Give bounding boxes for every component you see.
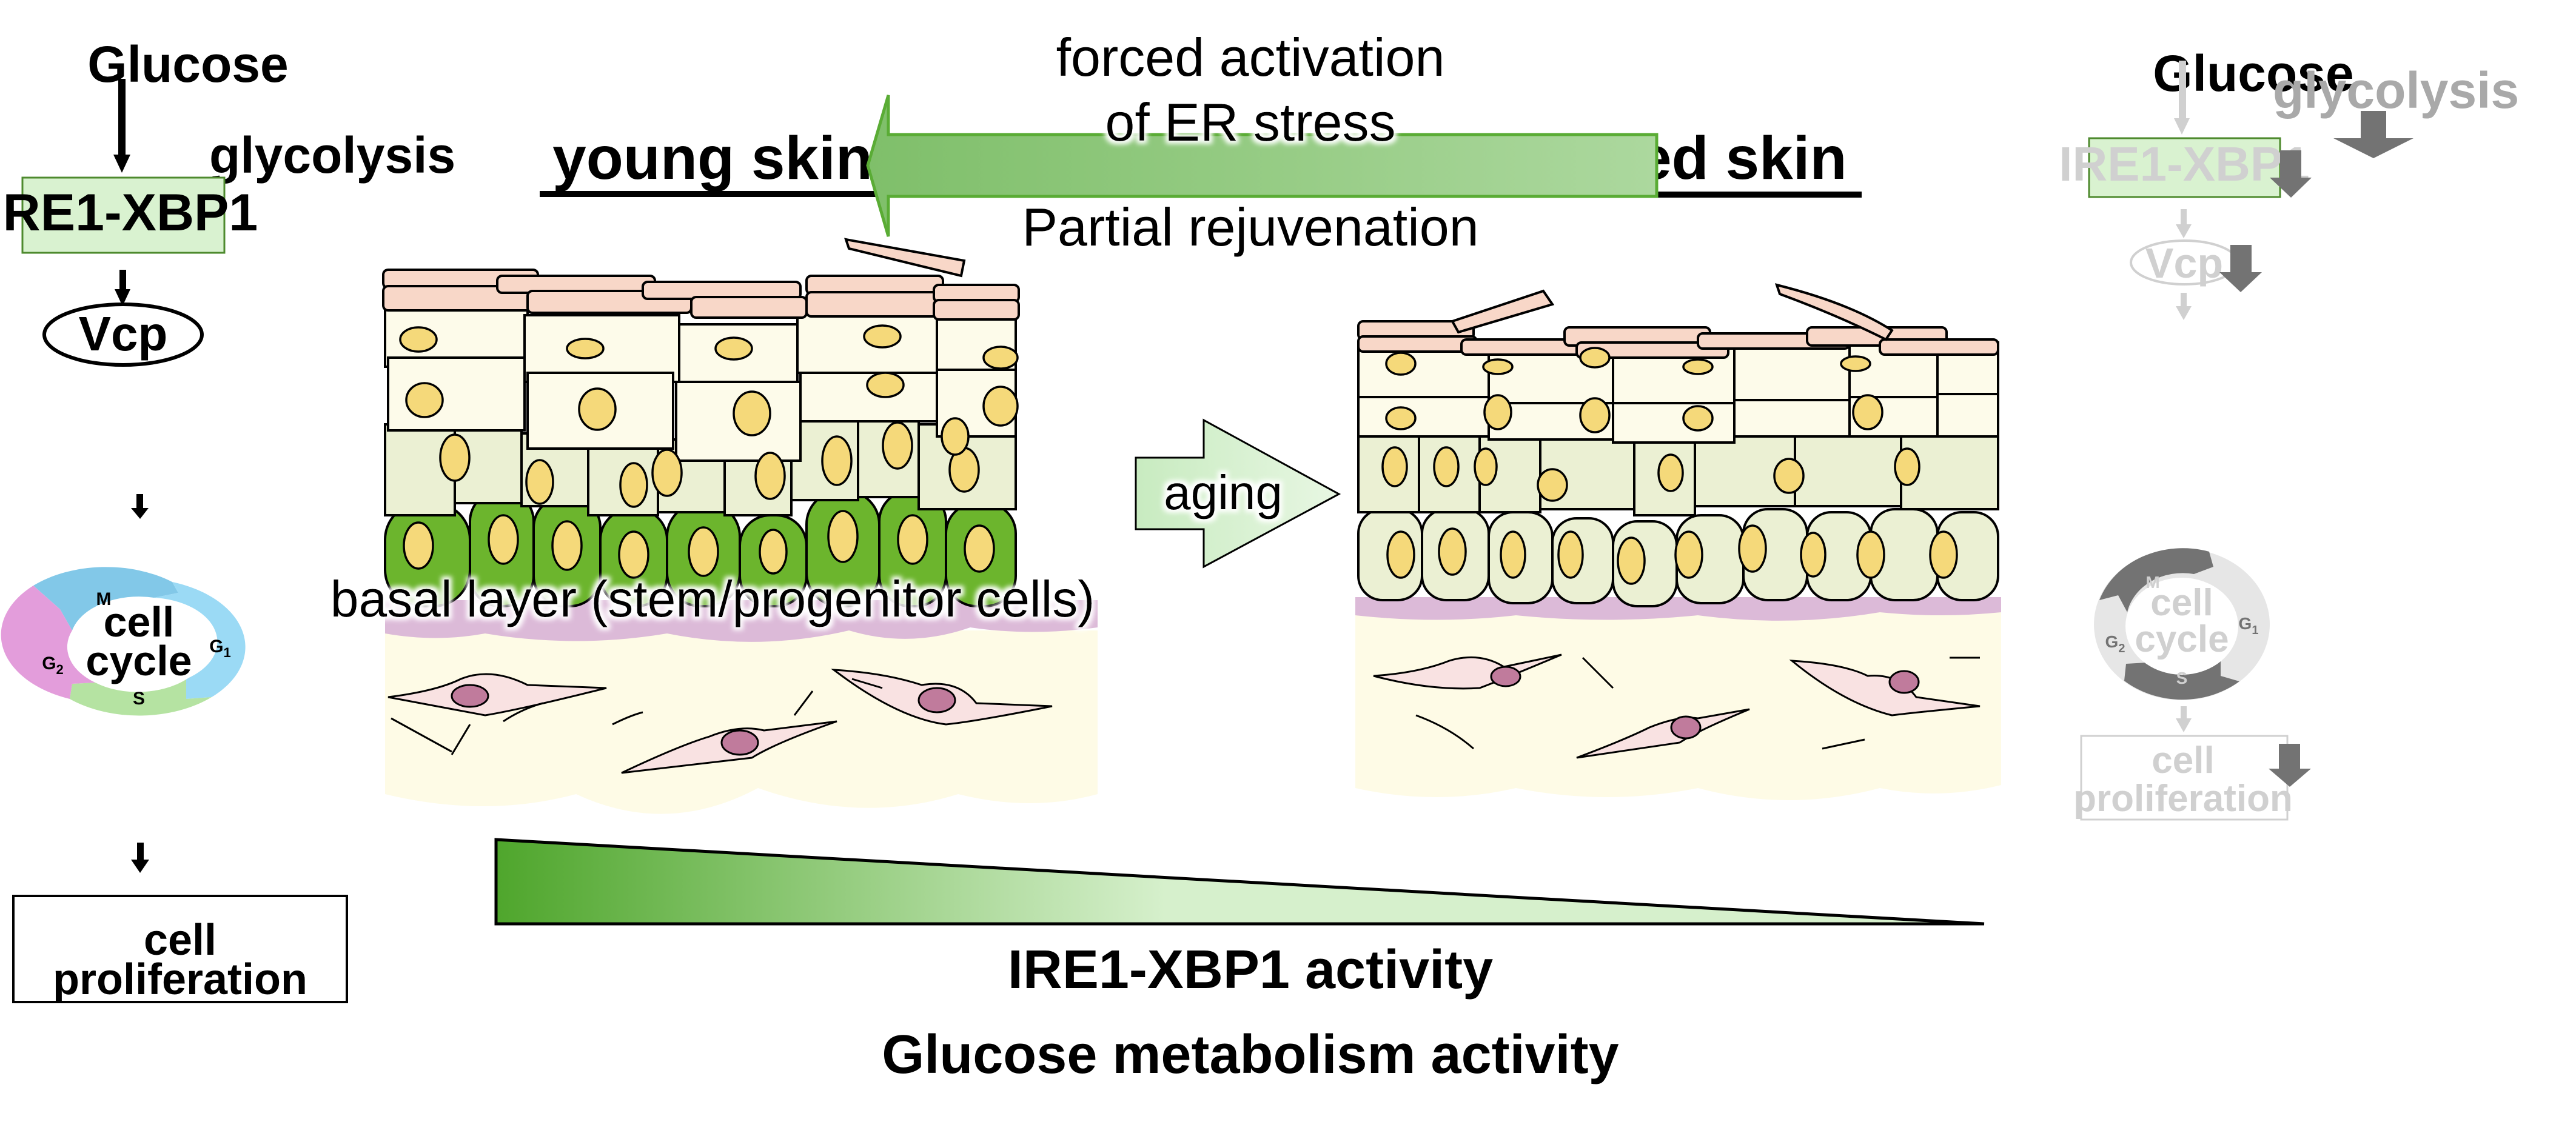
left-vcp-label: Vcp [79,307,168,361]
right-glucose-label: Glucose [2153,45,2353,102]
phase-m-segment [33,567,178,630]
left-glycolysis-label: glycolysis [209,127,455,184]
basal-layer-label: basal layer (stem/progenitor cells) [330,570,1095,627]
left-arrow-to-cycle [131,494,149,519]
right-phase-g2-label: G2 [2105,632,2125,655]
right-phase-s-segment [2124,660,2239,700]
right-proliferation-line2: proliferation [2073,778,2293,820]
right-ire1-xbp1-label: IRE1-XBP1 [2059,137,2309,191]
right-glycolysis-label: glycolysis [2273,62,2519,119]
right-ire1-xbp1-box: IRE1-XBP1 [2059,137,2310,198]
right-arrow-to-cycle [2176,293,2192,320]
right-proliferation-line1: cell [2152,740,2214,781]
young-skin-illustration [382,238,1098,814]
left-arrow-to-vcp [115,270,130,306]
activity-gradient-triangle [494,838,1985,926]
left-proliferation-line2: proliferation [53,955,307,1004]
left-proliferation-line1: cell [144,916,216,964]
right-arrow-to-proliferation [2176,706,2192,732]
young-basement-membrane [385,600,1098,642]
left-proliferation-box: cell proliferation [12,895,348,1004]
right-pathway: Glucose glycolysis IRE1-XBP1 Vcp [2059,45,2519,821]
phase-g1-label: G1 [209,636,231,660]
vcp-decrease-arrow-icon [2219,245,2262,292]
right-phase-m-label: M [2145,573,2159,592]
proliferation-decrease-arrow-icon [2269,744,2311,787]
right-proliferation-box: cell proliferation [2073,735,2293,821]
young-cornified-layer [382,238,1020,321]
aged-skin-illustration [1355,283,2001,800]
phase-g2-label: G2 [42,653,64,677]
cell-cycle-label-line1: cell [104,598,175,646]
right-phase-g1-label: G1 [2239,614,2259,637]
left-vcp-node: Vcp [42,302,204,367]
young-dermis [385,630,1098,814]
aged-nuclei [1381,347,1958,585]
right-vcp-node: Vcp [2130,239,2239,287]
left-cell-cycle: M G1 G2 S cell cycle [1,567,246,716]
rejuvenation-label-bottom: Partial rejuvenation [1022,197,1478,257]
rejuvenation-arrow [866,95,1659,237]
ire1-decrease-arrow-icon [2270,150,2312,198]
cell-cycle-label-line2: cycle [86,637,192,684]
right-arrow-to-vcp [2176,209,2192,238]
rejuvenation-label-line1: forced activation [1056,27,1445,87]
young-fibroblasts [387,669,1053,774]
aged-cornified-layer [1357,283,1999,359]
gradient-label-ire1: IRE1-XBP1 activity [1008,940,1493,1000]
left-glycolysis-arrow [113,79,130,173]
young-skin-label: young skin [552,124,873,192]
aged-fibroblasts [1373,653,1981,759]
gradient-label-glucose: Glucose metabolism activity [882,1024,1618,1085]
right-phase-s-label: S [2176,669,2188,687]
phase-s-segment [70,679,212,716]
left-arrow-to-proliferation [131,843,149,873]
right-vcp-label: Vcp [2145,239,2223,287]
left-ire1-xbp1-box: IRE1-XBP1 [0,176,258,254]
left-glucose-label: Glucose [87,36,288,93]
right-phase-m-segment [2099,548,2213,612]
right-cell-cycle-line2: cycle [2135,618,2229,660]
right-cell-cycle-line1: cell [2150,582,2213,624]
aged-dermis [1355,612,2001,800]
phase-g1-segment [154,582,246,699]
young-nuclei [399,324,1019,579]
right-cell-cycle: M G1 G2 S cell cycle [2094,548,2270,700]
phase-m-label: M [96,589,112,609]
glycolysis-decrease-arrow-icon [2333,111,2413,159]
aging-label: aging [1164,466,1283,520]
aging-arrow: aging [1135,418,1341,569]
young-skin-heading: young skin [540,124,877,197]
rejuvenation-label-line2: of ER stress [1105,92,1395,152]
right-glycolysis-arrow [2174,61,2190,135]
phase-g2-segment [1,586,95,699]
phase-s-label: S [133,689,145,709]
left-pathway: Glucose glycolysis IRE1-XBP1 Vcp [0,36,455,1004]
left-ire1-xbp1-label: IRE1-XBP1 [0,184,258,242]
